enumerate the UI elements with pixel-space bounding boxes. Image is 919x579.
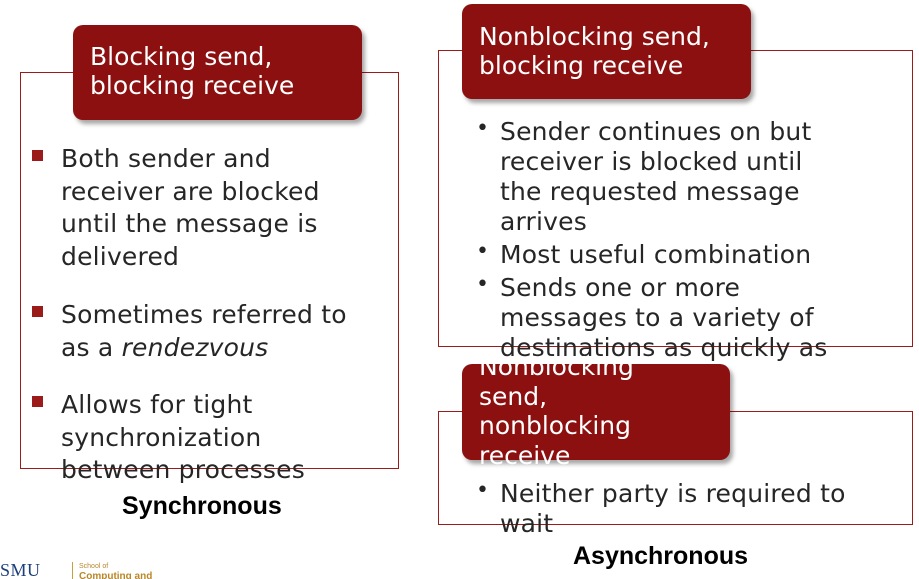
bullet-text-line: delivered [61,241,180,271]
bullet-text-line: arrives [500,207,587,236]
dot-bullet-icon: • [476,239,490,264]
bullet-text-line: between processes [61,455,305,484]
header-line: blocking receive [90,71,295,100]
bullet-text-line: the requested message [500,177,800,206]
synchronous-bullet-list-3: Allows for tight synchronization between… [32,389,402,487]
blocking-send-header: Blocking send, blocking receive [73,25,362,120]
bullet-text-line: receiver are blocked [61,176,320,206]
bullet-text-line: Most useful combination [500,240,812,269]
header-line: Nonblocking [479,352,634,381]
school-name: Computing and [79,571,153,579]
synchronous-caption: Synchronous [122,492,282,520]
header-line: nonblocking [479,411,631,440]
bullet-text-line: receiver is blocked until [500,147,803,176]
bullet-text-line: wait [500,509,554,538]
bullet-text-line: as a rendezvous [61,332,402,365]
nonblocking-both-bullet-list: • Neither party is required to wait [476,478,916,539]
bullet-text-line: destinations as quickly as [500,333,828,362]
nonblocking-send-bullet-list: • Sender continues on but receiver is bl… [476,116,916,393]
nonblocking-send-header: Nonblocking send, blocking receive [462,4,751,99]
bullet-text-line: messages to a variety of [500,303,814,332]
square-bullet-icon [32,306,43,317]
list-item: Sometimes referred to as a rendezvous [32,299,402,364]
dot-bullet-icon: • [476,272,490,297]
bullet-text-line: Sometimes referred to [61,300,347,329]
rendezvous-italic-text: rendezvous [121,332,269,362]
bullet-text-line: Sender continues on but [500,117,812,146]
bullet-text-line: until the message is [61,209,318,238]
synchronous-bullet-list-2: Sometimes referred to as a rendezvous [32,299,402,364]
bullet-text-line: Allows for tight [61,390,253,419]
bullet-text-line: Both sender and [61,144,271,173]
synchronous-bullet-list: Both sender and receiver are blocked unt… [32,143,402,273]
bullet-text-line: Neither party is required to [500,479,846,508]
list-item: • Sends one or more messages to a variet… [476,272,916,393]
header-line: receive [479,440,571,470]
logo-divider [72,562,73,579]
asynchronous-caption: Asynchronous [573,542,749,570]
list-item: Allows for tight synchronization between… [32,389,402,487]
list-item: • Sender continues on but receiver is bl… [476,116,916,237]
dot-bullet-icon: • [476,116,490,141]
bullet-text-fragment: as a [61,332,122,362]
nonblocking-both-header: Nonblocking send, nonblocking receive [462,352,730,470]
list-item: • Neither party is required to wait [476,478,916,539]
bullet-text-line: synchronization [61,422,262,452]
dot-bullet-icon: • [476,478,490,503]
bullet-text-line: Sends one or more [500,273,741,302]
header-line: Nonblocking send, [479,22,710,51]
header-line: Blocking send, [90,42,273,71]
list-item: • Most useful combination [476,239,916,270]
header-line: blocking receive [479,51,684,80]
school-label: School of [79,563,109,570]
smu-logo: SMU [0,560,41,579]
header-line: send, [479,381,548,411]
list-item: Both sender and receiver are blocked unt… [32,143,402,273]
square-bullet-icon [32,150,43,161]
square-bullet-icon [32,396,43,407]
